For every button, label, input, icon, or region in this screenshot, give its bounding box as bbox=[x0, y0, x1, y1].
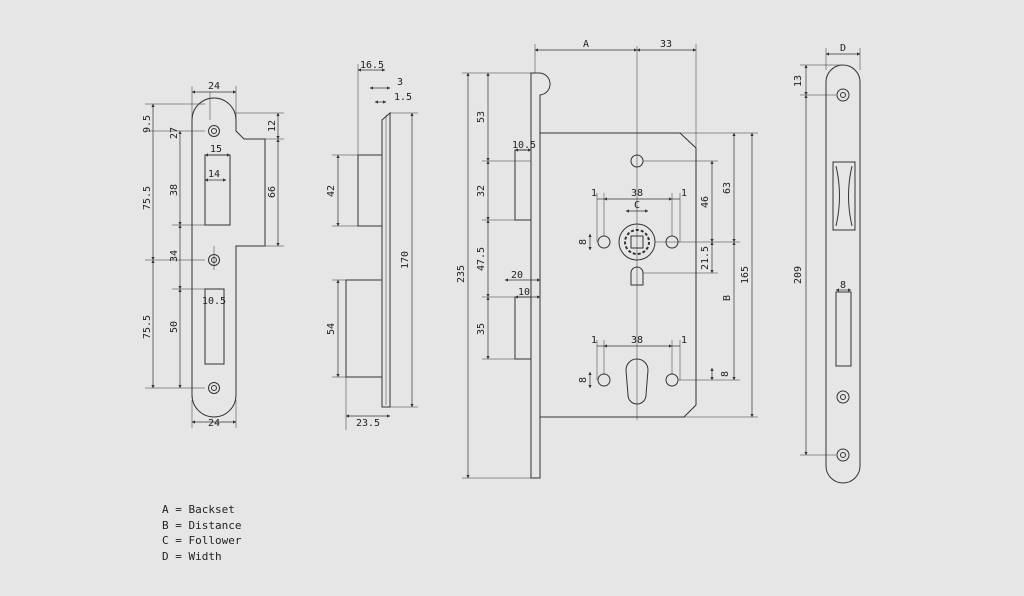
screw-hole bbox=[836, 88, 850, 102]
dim-label: A bbox=[583, 39, 589, 50]
lock-body-labels: A 33 235 53 10.5 32 47.5 20 10 35 1 38 1… bbox=[456, 39, 751, 383]
dim-label: 21.5 bbox=[700, 246, 711, 270]
latch-window bbox=[832, 161, 856, 231]
dim-label: B bbox=[722, 295, 733, 301]
latch-profile bbox=[357, 154, 383, 227]
legend-item: B = Distance bbox=[162, 518, 242, 532]
dim-label: 24 bbox=[208, 418, 220, 429]
dim-label: 14 bbox=[208, 169, 220, 180]
dim-label: 13 bbox=[793, 75, 804, 87]
dim-label: 3 bbox=[397, 77, 403, 88]
dim-label: 20 bbox=[511, 270, 523, 281]
dim-label: 8 bbox=[840, 280, 846, 291]
dim-label: 75.5 bbox=[142, 186, 153, 210]
dim-label: 1 bbox=[681, 188, 687, 199]
dim-label: 54 bbox=[326, 323, 337, 335]
lock-body-view bbox=[462, 44, 758, 479]
bolt-opening bbox=[204, 288, 225, 365]
dim-label: 42 bbox=[326, 185, 337, 197]
cylinder-cutout bbox=[625, 358, 649, 405]
screw-hole bbox=[836, 448, 850, 462]
strike-plate-view bbox=[145, 86, 284, 428]
dim-label: 1 bbox=[591, 335, 597, 346]
dead-bolt bbox=[514, 296, 532, 360]
bolt-profile bbox=[345, 279, 383, 378]
dim-label: 235 bbox=[456, 265, 467, 283]
dim-label: 165 bbox=[740, 266, 751, 284]
dim-label: 16.5 bbox=[360, 60, 384, 71]
dim-label: 8 bbox=[578, 239, 589, 245]
dim-label: 10 bbox=[518, 287, 530, 298]
dim-label: 38 bbox=[631, 188, 643, 199]
dim-label: 1 bbox=[591, 188, 597, 199]
lock-case bbox=[540, 132, 697, 418]
dim-label: 24 bbox=[208, 81, 220, 92]
dim-label: 32 bbox=[476, 185, 487, 197]
screw-hole bbox=[836, 390, 850, 404]
dim-label: 8 bbox=[720, 371, 731, 377]
dim-label: 27 bbox=[169, 127, 180, 139]
dim-label: 15 bbox=[210, 144, 222, 155]
spring-slot bbox=[630, 266, 644, 286]
screw-hole bbox=[208, 254, 220, 266]
strike-plate-outline bbox=[191, 97, 266, 418]
dim-label: 8 bbox=[578, 377, 589, 383]
dim-label: 50 bbox=[169, 321, 180, 333]
dim-label: 12 bbox=[267, 120, 278, 132]
legend-item: A = Backset bbox=[162, 503, 235, 516]
dim-label: 63 bbox=[722, 182, 733, 194]
legend-item: D = Width bbox=[162, 549, 222, 563]
dim-label: 38 bbox=[631, 335, 643, 346]
bolt-window bbox=[835, 291, 852, 367]
faceplate-outline bbox=[825, 64, 861, 484]
dim-label: 10.5 bbox=[202, 296, 226, 307]
dim-label: 38 bbox=[169, 184, 180, 196]
dim-label: D bbox=[840, 43, 846, 54]
dim-label: 10.5 bbox=[512, 140, 536, 151]
front-faceplate bbox=[530, 72, 551, 479]
screw-hole bbox=[208, 382, 220, 394]
dim-label: 9.5 bbox=[142, 115, 153, 133]
dim-label: 46 bbox=[700, 196, 711, 208]
faceplate-front-view bbox=[800, 48, 861, 484]
dim-label: C bbox=[634, 200, 640, 211]
dim-label: 35 bbox=[476, 323, 487, 335]
dim-label: 23.5 bbox=[356, 418, 380, 429]
side-view-labels: 16.5 3 1.5 42 54 170 23.5 bbox=[326, 60, 412, 429]
latch-opening bbox=[204, 154, 231, 226]
faceplate-labels: D 13 209 8 bbox=[793, 43, 846, 291]
dim-label: 33 bbox=[660, 39, 672, 50]
strike-plate-labels: 24 24 9.5 27 75.5 38 34 75.5 50 15 14 10… bbox=[142, 81, 278, 429]
lock-side-view bbox=[332, 64, 418, 430]
legend-item: C = Follower bbox=[162, 534, 242, 547]
latch-bolt bbox=[514, 149, 532, 221]
dim-label: 170 bbox=[400, 251, 411, 269]
legend: A = Backset B = Distance C = Follower D … bbox=[162, 502, 241, 564]
dim-label: 209 bbox=[793, 266, 804, 284]
dim-label: 75.5 bbox=[142, 315, 153, 339]
dim-label: 1.5 bbox=[394, 92, 412, 103]
dim-label: 47.5 bbox=[476, 247, 487, 271]
screw-hole bbox=[208, 125, 220, 137]
dim-label: 1 bbox=[681, 335, 687, 346]
dim-label: 53 bbox=[476, 111, 487, 123]
dim-label: 34 bbox=[169, 250, 180, 262]
dim-label: 66 bbox=[267, 186, 278, 198]
